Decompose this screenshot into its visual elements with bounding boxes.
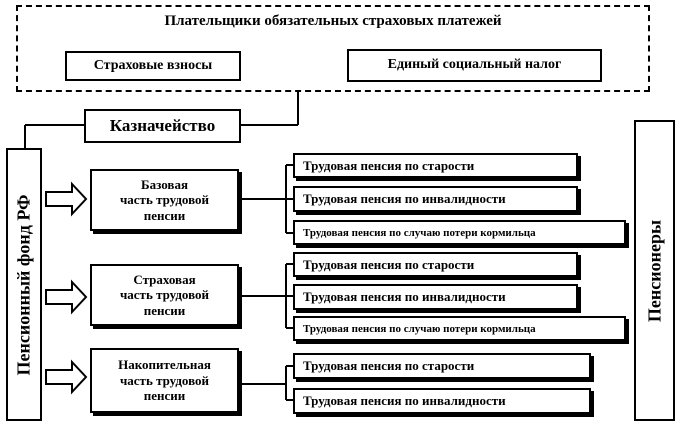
- part-line: Базовая: [141, 176, 188, 192]
- pension-fund-label: Пенсионный фонд РФ: [13, 194, 34, 375]
- part-line: пенсии: [143, 207, 186, 223]
- pension-type-box: Трудовая пенсия по инвалидности: [293, 186, 578, 212]
- insurance-part-box: Страховая часть трудовой пенсии: [90, 264, 239, 326]
- pension-type-box: Трудовая пенсия по старости: [293, 153, 578, 178]
- pension-type-label: Трудовая пенсия по старости: [303, 157, 475, 173]
- insurance-contributions-label: Страховые взносы: [93, 57, 213, 73]
- part-line: часть трудовой: [119, 192, 210, 208]
- pension-type-label: Трудовая пенсия по инвалидности: [303, 289, 506, 304]
- payers-title: Плательщики обязательных страховых плате…: [164, 13, 502, 29]
- funded-part-box: Накопительная часть трудовой пенсии: [90, 348, 239, 413]
- arrow-icon: [45, 181, 88, 217]
- pensioners-label: Пенсионеры: [644, 219, 664, 322]
- arrow-icons: [45, 181, 88, 395]
- pension-type-label: Трудовая пенсия по инвалидности: [303, 393, 506, 408]
- arrow-icon: [45, 279, 88, 315]
- part-line: часть трудовой: [119, 372, 210, 388]
- part-line: пенсии: [143, 302, 186, 318]
- basic-part-box: Базовая часть трудовой пенсии: [90, 169, 239, 231]
- pension-type-box: Трудовая пенсия по случаю потери кормиль…: [293, 220, 626, 245]
- part-line: пенсии: [143, 388, 186, 404]
- pension-type-box: Трудовая пенсия по старости: [293, 353, 591, 379]
- pension-type-box: Трудовая пенсия по старости: [293, 252, 578, 277]
- part-line: Страховая: [133, 271, 196, 287]
- pension-type-label: Трудовая пенсия по старости: [303, 358, 475, 373]
- part-line: Накопительная: [118, 357, 211, 373]
- pension-type-label: Трудовая пенсия по инвалидности: [303, 191, 506, 206]
- unified-social-tax-label: Единый социальный налог: [387, 57, 562, 73]
- unified-social-tax-box: Единый социальный налог: [347, 49, 602, 82]
- pension-type-label: Трудовая пенсия по случаю потери кормиль…: [303, 322, 536, 335]
- payers-frame: Плательщики обязательных страховых плате…: [16, 5, 650, 92]
- pension-type-label: Трудовая пенсия по старости: [303, 256, 475, 272]
- pension-type-box: Трудовая пенсия по случаю потери кормиль…: [293, 316, 626, 341]
- pension-fund-box: Пенсионный фонд РФ: [6, 148, 42, 421]
- insurance-contributions-box: Страховые взносы: [65, 51, 241, 81]
- pension-type-label: Трудовая пенсия по случаю потери кормиль…: [303, 226, 536, 239]
- arrow-icon: [45, 359, 88, 395]
- part-line: часть трудовой: [119, 287, 210, 303]
- pension-type-box: Трудовая пенсия по инвалидности: [293, 284, 578, 310]
- pension-type-box: Трудовая пенсия по инвалидности: [293, 388, 591, 414]
- treasury-box: Казначейство: [84, 109, 241, 143]
- pensioners-box: Пенсионеры: [634, 120, 675, 421]
- treasury-label: Казначейство: [109, 115, 216, 135]
